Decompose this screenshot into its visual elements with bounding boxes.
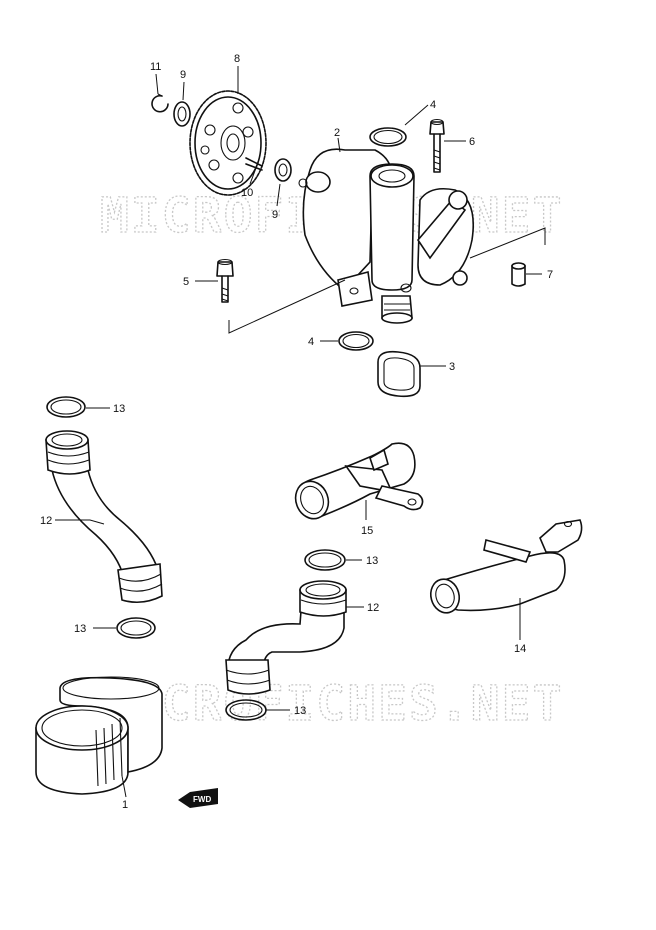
callout-13-a: 13 xyxy=(113,403,125,415)
part-5-bolt[interactable] xyxy=(216,258,234,303)
callout-8: 8 xyxy=(234,53,240,65)
callout-13-d: 13 xyxy=(294,705,306,717)
part-3-gasket[interactable] xyxy=(377,350,421,398)
callout-labels: 11 9 8 2 4 6 10 9 5 7 4 3 13 12 13 15 13… xyxy=(40,53,553,811)
callout-2: 2 xyxy=(334,127,340,139)
callout-9-lower: 9 xyxy=(272,209,278,221)
callout-11: 11 xyxy=(150,61,161,73)
part-10-pin[interactable] xyxy=(245,157,263,171)
part-13-o-ring-a[interactable] xyxy=(46,396,86,418)
part-1-oil-filter[interactable] xyxy=(35,676,163,795)
callout-13-b: 13 xyxy=(74,623,86,635)
part-14-oil-strainer[interactable] xyxy=(427,519,583,616)
callout-1: 1 xyxy=(122,799,128,811)
part-15-oil-strainer[interactable] xyxy=(290,442,424,523)
leader-lines xyxy=(55,66,542,798)
part-4-o-ring-upper[interactable] xyxy=(369,127,407,147)
alignment-lines xyxy=(228,227,546,334)
fwd-direction-marker: FWD xyxy=(178,788,218,808)
part-13-o-ring-c[interactable] xyxy=(304,549,346,571)
callout-4-upper: 4 xyxy=(430,99,436,111)
fwd-label: FWD xyxy=(193,795,211,804)
callout-13-c: 13 xyxy=(366,555,378,567)
part-12-oil-pipe-lower[interactable] xyxy=(225,580,347,695)
callout-12-upper: 12 xyxy=(40,515,52,527)
callout-6: 6 xyxy=(469,136,475,148)
callout-12-lower: 12 xyxy=(367,602,379,614)
part-8-drive-gear[interactable] xyxy=(189,90,267,196)
callout-3: 3 xyxy=(449,361,455,373)
part-6-bolt[interactable] xyxy=(429,118,445,173)
part-9-washer-upper[interactable] xyxy=(173,101,191,127)
callout-7: 7 xyxy=(547,269,553,281)
callout-4-lower: 4 xyxy=(308,336,314,348)
part-7-dowel-pin[interactable] xyxy=(511,262,526,287)
callout-10: 10 xyxy=(241,187,253,199)
part-12-oil-pipe-upper[interactable] xyxy=(45,430,163,604)
callout-5: 5 xyxy=(183,276,189,288)
part-4-o-ring-lower[interactable] xyxy=(338,331,374,351)
part-11-snap-ring[interactable] xyxy=(151,93,169,113)
callout-9-upper: 9 xyxy=(180,69,186,81)
callout-14: 14 xyxy=(514,643,526,655)
watermark-bottom: MICROFICHES.NET xyxy=(100,676,563,732)
part-2-oil-pump-body[interactable] xyxy=(298,148,474,324)
part-9-washer-lower[interactable] xyxy=(274,158,292,182)
part-13-o-ring-b[interactable] xyxy=(116,617,156,639)
callout-15: 15 xyxy=(361,525,373,537)
